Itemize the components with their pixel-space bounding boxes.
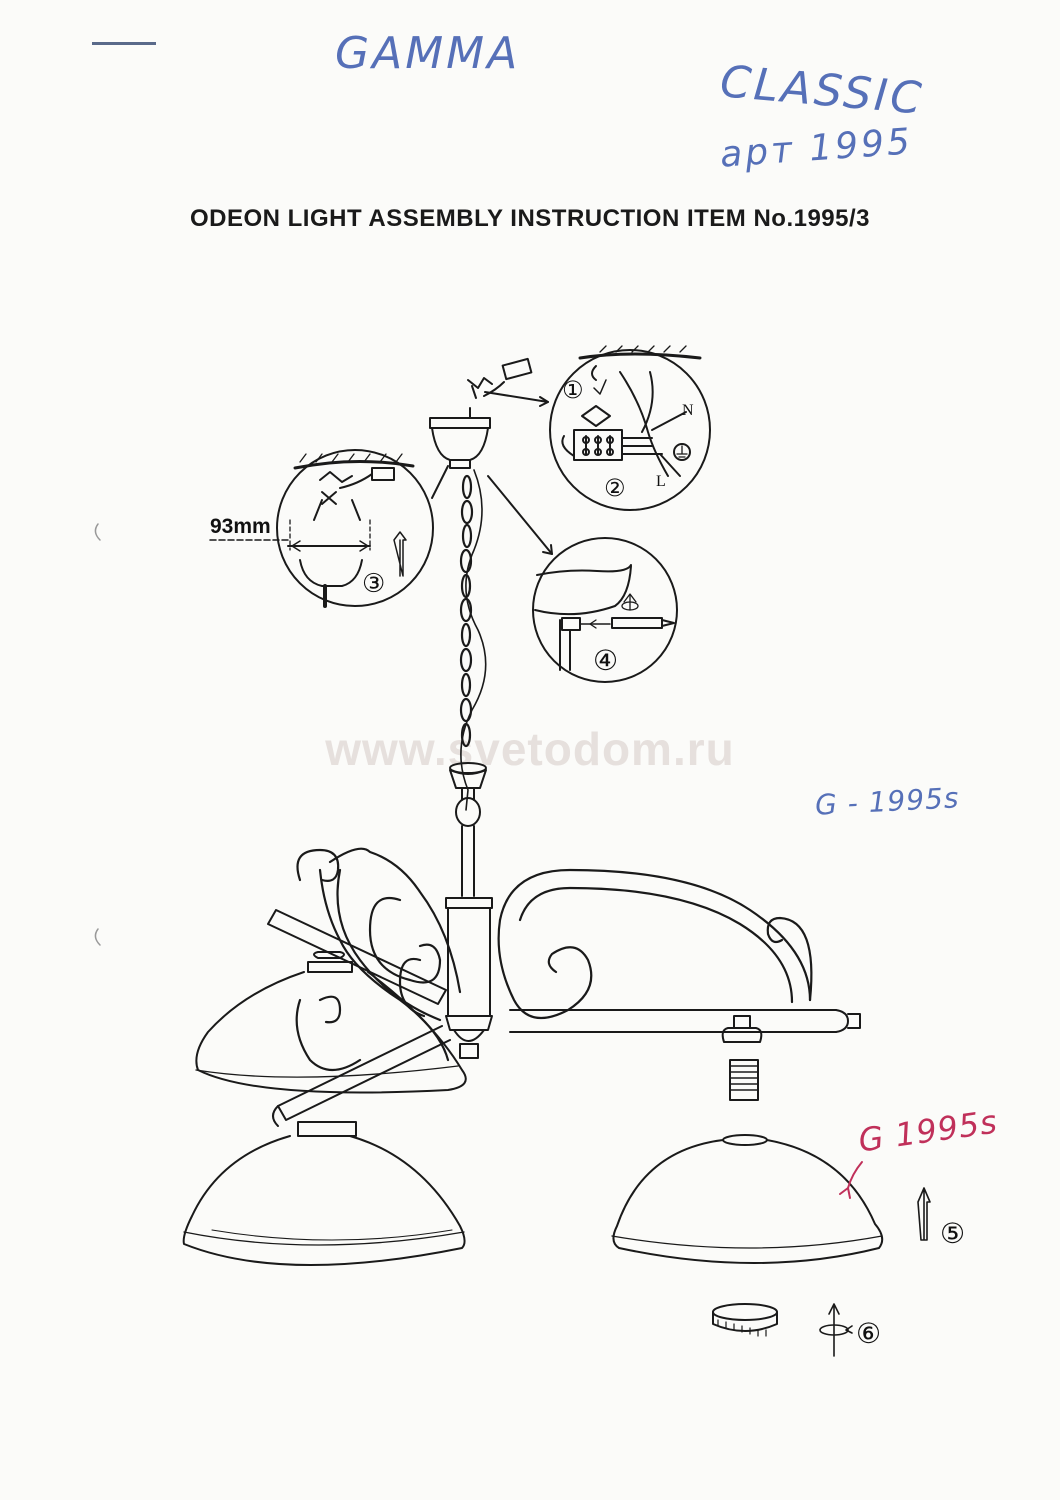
wire-label-l: L xyxy=(656,473,666,490)
up-arrow-icon xyxy=(917,1187,931,1241)
scroll-left xyxy=(295,847,462,1072)
scan-mark xyxy=(92,42,156,45)
detail-circle-1-2 xyxy=(549,345,711,511)
dimension-label: 93mm xyxy=(210,515,271,538)
step-2-badge: ② xyxy=(604,474,626,502)
watermark: www.svetodom.ru xyxy=(325,723,735,775)
step-4-badge: ④ xyxy=(593,644,618,677)
horizontal-arms xyxy=(267,909,861,1127)
shade-back-left xyxy=(195,951,467,1094)
wire-label-n: N xyxy=(682,402,694,419)
scroll-right xyxy=(497,868,813,1020)
rotate-up-arrow-icon xyxy=(819,1303,853,1357)
page-title: ODEON LIGHT ASSEMBLY INSTRUCTION ITEM No… xyxy=(189,205,871,232)
shade-front-left xyxy=(182,1121,466,1267)
detail-circle-3 xyxy=(276,449,434,608)
step-3-badge: ③ xyxy=(362,569,385,599)
ceiling-wires-icon xyxy=(467,357,533,399)
pointer-arrow-1 xyxy=(484,391,549,403)
pointer-arrow-4 xyxy=(487,475,553,555)
hole-punch-marks xyxy=(94,523,101,946)
handwritten-gamma: GAMMA xyxy=(335,28,521,79)
lamp-socket xyxy=(721,1015,763,1101)
ceiling-canopy xyxy=(429,407,491,469)
step-6-badge: ⑥ xyxy=(856,1317,881,1350)
detail-circle-4 xyxy=(532,537,678,683)
power-cord xyxy=(460,469,487,811)
step-1-badge: ① xyxy=(562,376,584,404)
step-5-badge: ⑤ xyxy=(940,1217,965,1250)
locking-ring xyxy=(712,1303,778,1337)
pointer-arrow-3 xyxy=(431,465,449,499)
chandelier-body xyxy=(445,762,493,1059)
shade-right xyxy=(611,1134,884,1264)
chain xyxy=(459,474,474,748)
